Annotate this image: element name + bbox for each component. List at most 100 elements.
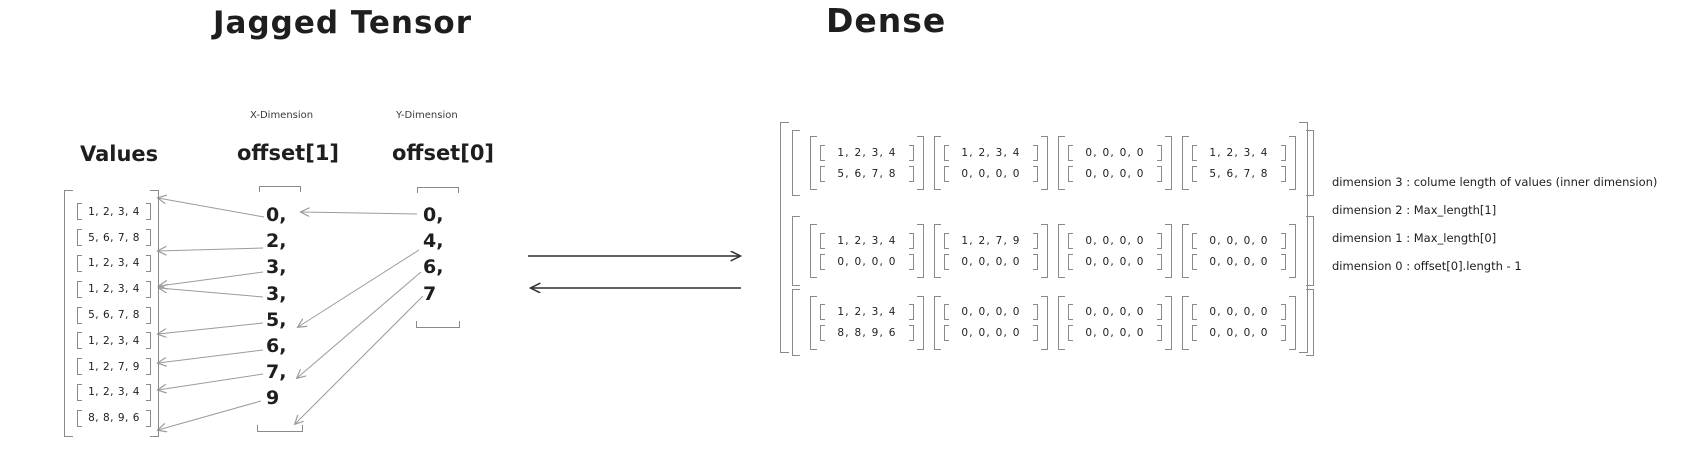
arrow (158, 248, 264, 251)
matrix-row-values: 0, 0, 0, 0 (961, 255, 1021, 268)
offset1-top-bracket (259, 186, 301, 192)
row-close-bracket (1157, 232, 1162, 249)
offset0-list: 0, 4, 6, 7 (423, 202, 443, 307)
dimension-notes: dimension 3 : colume length of values (i… (1332, 168, 1657, 280)
offset1-list: 0, 2, 3, 3, 5, 6, 7, 9 (266, 202, 286, 412)
dimension-note-1: dimension 1 : Max_length[0] (1332, 231, 1497, 245)
row-open-bracket (820, 144, 825, 161)
dense-row-close-bracket (1306, 216, 1314, 286)
matrix-row: 0, 0, 0, 0 (1068, 144, 1162, 161)
row-close-bracket (909, 325, 914, 341)
row-open-bracket (820, 165, 825, 182)
x-dimension-label: X-Dimension (250, 110, 314, 121)
matrix-row-values: 1, 2, 3, 4 (837, 306, 897, 318)
row-open-bracket (77, 383, 82, 401)
row-close-bracket (909, 232, 914, 249)
row-open-bracket (1192, 325, 1197, 341)
row-close-bracket (1281, 165, 1286, 182)
row-open-bracket (1192, 253, 1197, 270)
matrix-row: 1, 2, 3, 4 (820, 144, 914, 161)
matrix-close-bracket (1165, 224, 1172, 278)
matrix-row-values: 0, 0, 0, 0 (961, 167, 1021, 180)
row-close-bracket (1033, 232, 1038, 249)
matrix-open-bracket (934, 224, 941, 278)
row-close-bracket (1157, 144, 1162, 161)
dense-matrix: 1, 2, 3, 4 0, 0, 0, 0 (934, 136, 1048, 190)
matrix-open-bracket (1182, 224, 1189, 278)
row-open-bracket (1192, 144, 1197, 161)
matrix-close-bracket (1041, 136, 1048, 190)
row-open-bracket (1068, 165, 1073, 182)
offset1-label: offset[1] (237, 141, 340, 165)
matrix-row: 0, 0, 0, 0 (1068, 325, 1162, 341)
row-close-bracket (1033, 144, 1038, 161)
row-close-bracket (146, 229, 151, 247)
row-open-bracket (77, 254, 82, 272)
arrow (158, 400, 262, 430)
matrix-row-values: 8, 8, 9, 6 (837, 327, 897, 339)
matrix-close-bracket (917, 224, 924, 278)
matrix-row-values: 0, 0, 0, 0 (1209, 306, 1269, 318)
offset1-item: 2, (266, 230, 287, 253)
matrix-close-bracket (1165, 295, 1172, 350)
arrow (159, 271, 264, 286)
row-close-bracket (1033, 325, 1038, 341)
value-row-text: 8, 8, 9, 6 (88, 412, 140, 425)
matrix-row-values: 0, 0, 0, 0 (1209, 234, 1269, 247)
matrix-close-bracket (1041, 295, 1048, 350)
matrix-close-bracket (1289, 136, 1296, 190)
matrix-row: 5, 6, 7, 8 (1192, 165, 1286, 182)
offset1-item: 3, (266, 256, 287, 279)
offset0-item: 6, (423, 256, 444, 279)
matrix-row: 0, 0, 0, 0 (944, 325, 1038, 341)
dense-matrix: 0, 0, 0, 0 0, 0, 0, 0 (1182, 295, 1296, 350)
value-row: 1, 2, 3, 4 (77, 251, 151, 277)
row-open-bracket (1192, 232, 1197, 249)
row-close-bracket (146, 358, 151, 376)
matrix-row-values: 0, 0, 0, 0 (1085, 327, 1145, 339)
offset0-to-offset1-arrows (295, 212, 424, 424)
conversion-arrows (528, 256, 741, 288)
row-open-bracket (77, 306, 82, 324)
value-row: 1, 2, 3, 4 (77, 276, 151, 302)
row-open-bracket (1192, 165, 1197, 182)
matrix-open-bracket (934, 295, 941, 350)
matrix-row-values: 5, 6, 7, 8 (1209, 167, 1269, 180)
value-row: 8, 8, 9, 6 (77, 405, 151, 431)
matrix-open-bracket (1058, 224, 1065, 278)
matrix-row: 0, 0, 0, 0 (820, 253, 914, 270)
y-dimension-label: Y-Dimension (396, 110, 458, 121)
row-close-bracket (146, 383, 151, 401)
value-row-text: 5, 6, 7, 8 (88, 309, 140, 322)
arrow (158, 198, 265, 218)
value-row-text: 1, 2, 3, 4 (88, 334, 140, 347)
values-close-bracket (150, 190, 159, 437)
row-close-bracket (146, 332, 151, 350)
row-close-bracket (909, 165, 914, 182)
offset0-item: 0, (423, 204, 444, 226)
matrix-row: 0, 0, 0, 0 (944, 253, 1038, 270)
row-close-bracket (1157, 165, 1162, 182)
value-row: 1, 2, 3, 4 (77, 328, 151, 354)
matrix-close-bracket (1041, 224, 1048, 278)
dense-outer-open-bracket (780, 122, 789, 353)
row-close-bracket (146, 254, 151, 272)
matrix-row: 0, 0, 0, 0 (944, 165, 1038, 182)
matrix-open-bracket (934, 136, 941, 190)
row-open-bracket (944, 325, 949, 341)
dense-matrix: 0, 0, 0, 0 0, 0, 0, 0 (1058, 295, 1172, 350)
values-open-bracket (64, 190, 73, 437)
arrow (158, 349, 264, 363)
dense-row: 1, 2, 3, 4 5, 6, 7, 8 1, 2, 3, 4 0, 0, 0… (792, 130, 1314, 196)
row-open-bracket (1068, 232, 1073, 249)
value-row-text: 1, 2, 3, 4 (88, 386, 140, 399)
value-row-text: 1, 2, 7, 9 (88, 360, 140, 373)
row-close-bracket (1033, 253, 1038, 270)
row-open-bracket (944, 144, 949, 161)
dense-matrix: 0, 0, 0, 0 0, 0, 0, 0 (934, 295, 1048, 350)
jagged-tensor-title: Jagged Tensor (213, 5, 473, 41)
offset1-item: 7, (266, 361, 287, 384)
dense-matrix: 1, 2, 7, 9 0, 0, 0, 0 (934, 224, 1048, 278)
row-open-bracket (820, 325, 825, 341)
matrix-close-bracket (1165, 136, 1172, 190)
